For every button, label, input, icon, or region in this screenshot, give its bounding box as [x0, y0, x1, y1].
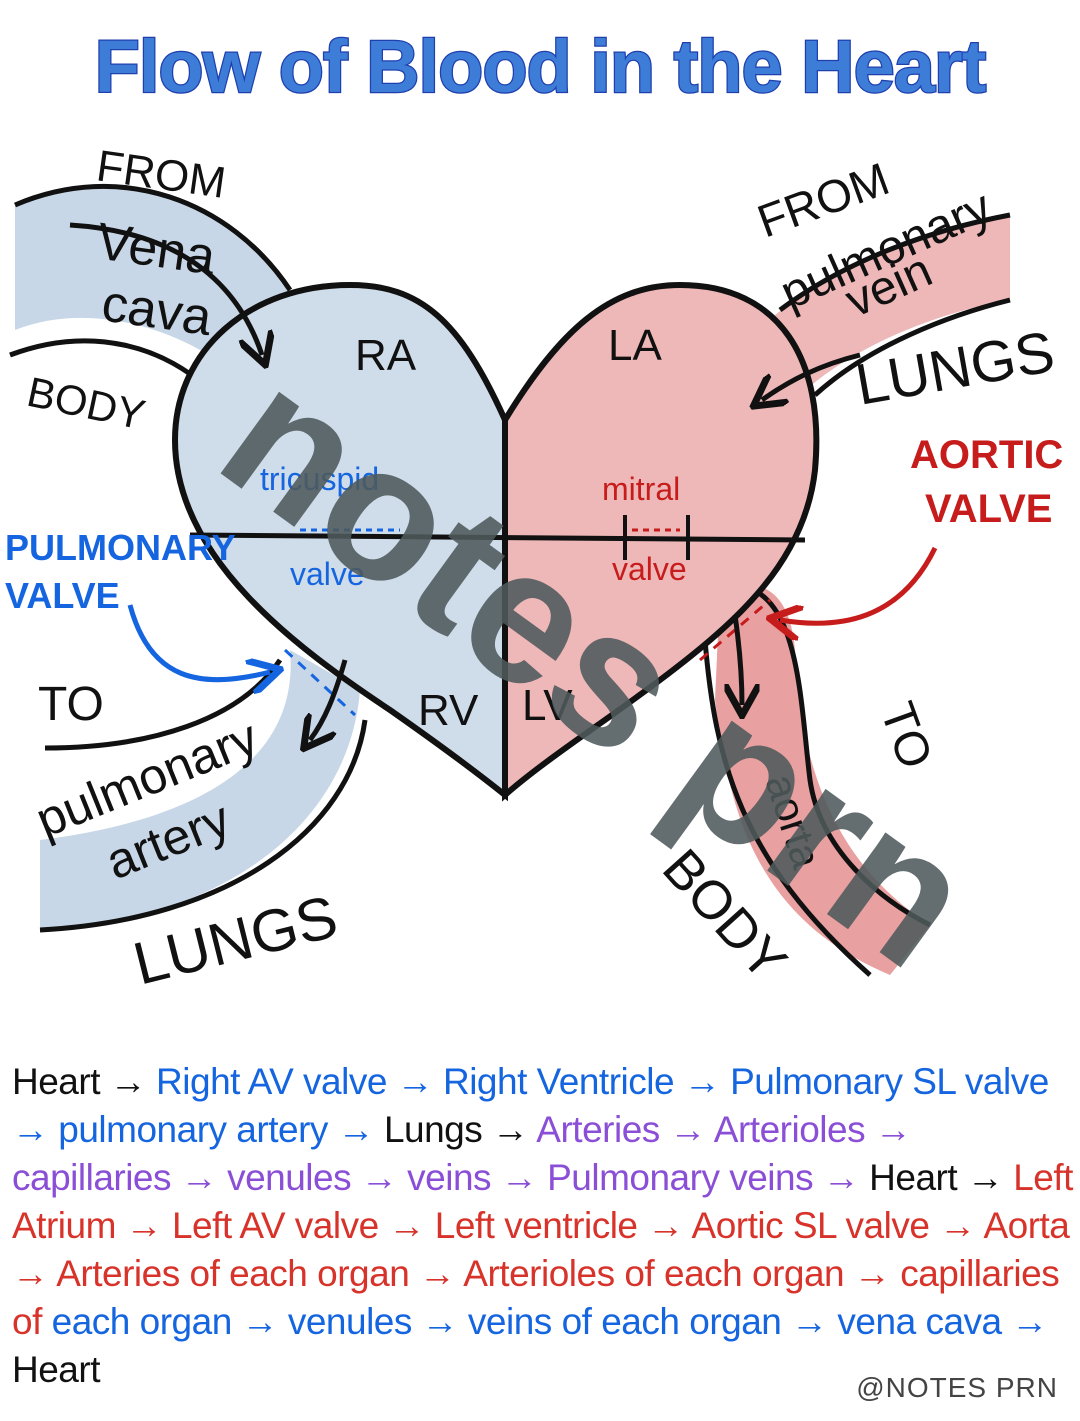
vena-cava-outline-top [14, 183, 293, 292]
credit-handle: @NOTES PRN [856, 1372, 1058, 1403]
pulmonary-valve-label-line1: PULMONARY [5, 527, 236, 568]
to-label-left: TO [38, 678, 104, 731]
curved-arrow-icon [310, 659, 348, 740]
aortic-valve-label-line2: VALVE [925, 487, 1052, 531]
sequence-segment-1: Right AV valve → Right Ventricle → Pulmo… [12, 1061, 1049, 1150]
curved-arrow-icon [780, 546, 938, 623]
aortic-valve-label-line1: AORTIC [910, 433, 1063, 477]
ra-label: RA [355, 331, 417, 380]
sequence-segment-5: Left Atrium → Left AV valve → Left ventr… [12, 1157, 1073, 1342]
mitral-label-line2: valve [612, 551, 687, 587]
av-divider [189, 532, 806, 543]
vena-cava-vessel [15, 186, 290, 370]
mitral-label-line1: mitral [602, 471, 680, 507]
la-label: LA [608, 321, 662, 370]
sequence-segment-4: Heart → [869, 1157, 1014, 1198]
curved-arrow-icon [735, 614, 742, 705]
body-label-left: BODY [23, 368, 149, 439]
pulmonary-artery-vessel [40, 650, 360, 930]
pulmonary-vein-vessel [775, 215, 1010, 395]
sequence-segment-2: Lungs → [383, 1109, 537, 1150]
pulmonary-vein-outline-top [778, 212, 1011, 313]
lv-label: LV [522, 681, 573, 730]
page-title: Flow of Blood in the Heart [95, 25, 986, 108]
sequence-segment-0: Heart → [12, 1061, 157, 1102]
rv-label: RV [418, 686, 479, 735]
curved-arrow-icon [127, 604, 270, 680]
aorta-vessel [715, 584, 930, 975]
pulmonary-vein-outline-bottom [813, 297, 1011, 397]
curved-arrow-icon [762, 352, 861, 400]
sequence-segment-6: each organ → venules → veins of each org… [51, 1301, 1049, 1342]
tricuspid-label-line2: valve [290, 556, 365, 592]
tricuspid-label-line1: tricuspid [260, 461, 379, 497]
aorta-outline-left [702, 639, 872, 977]
sequence-segment-3: Arteries → Arterioles → capillaries → ve… [12, 1109, 912, 1198]
flow-sequence: Heart → Right AV valve → Right Ventricle… [12, 1058, 1074, 1394]
curved-arrow-icon [69, 222, 262, 355]
aortic-valve-dash [699, 598, 771, 662]
pulmonary-valve-dash [283, 648, 357, 717]
pulmonary-artery-outline-bottom [39, 719, 368, 933]
pulmonary-valve-label-line2: VALVE [5, 575, 120, 616]
sequence-segment-7: Heart [12, 1349, 100, 1390]
heart-right-side [171, 281, 508, 802]
